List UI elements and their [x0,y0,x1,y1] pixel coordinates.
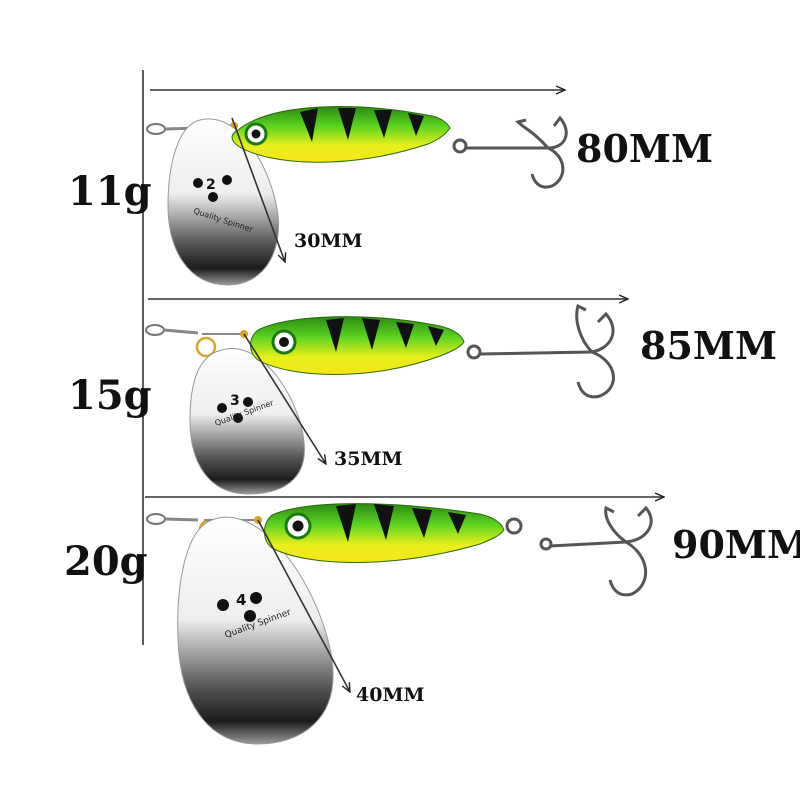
length-label-2: 85MM [640,323,778,368]
blade-dots-3 [217,592,262,622]
blade-size-label-2: 35MM [334,448,403,470]
hook-2 [466,303,615,399]
weight-label-3: 20g [64,538,148,585]
blade-size-arrow-3 [257,519,350,692]
blade-size-label-3: 40MM [356,684,425,706]
blade-size-arrow-2 [243,333,326,464]
blade-size-arrow-1 [231,117,285,262]
fish-stripes-2 [326,318,444,352]
blade-1 [167,118,280,286]
hook-1 [452,115,568,189]
fish-stripes-1 [300,108,424,142]
blade-dots-2 [217,397,253,423]
fish-body-1 [231,106,451,163]
blade-number-1: 2 [206,177,216,193]
weight-label-2: 15g [68,372,152,419]
blade-number-3: 4 [236,591,246,609]
blade-dots-1 [193,175,232,202]
lure-3 [145,497,664,745]
blade-size-label-1: 30MM [294,230,363,252]
fish-stripes-3 [336,504,466,542]
weight-label-1: 11g [68,168,152,215]
length-label-1: 80MM [576,126,714,171]
lure-1 [146,90,568,286]
hook-3 [505,505,653,597]
blade-3 [177,516,334,745]
blade-number-2: 3 [230,393,240,409]
length-label-3: 90MM [672,522,800,567]
